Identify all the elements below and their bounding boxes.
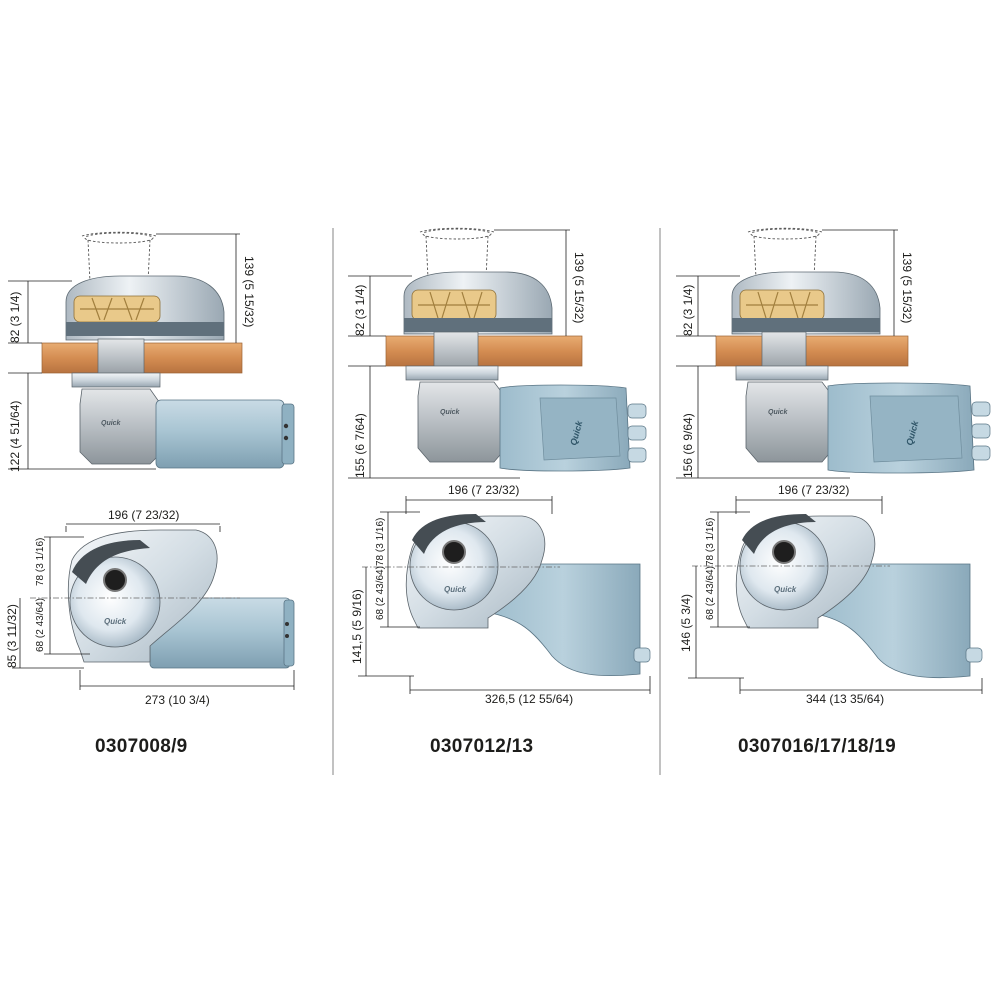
dim-depth-front: 78 (3 1/16) — [35, 538, 46, 586]
logo: Quick — [101, 420, 122, 427]
model-3-plan-view: Quick 196 (7 23/32) 78 (3 1/16) 68 (2 43… — [679, 483, 983, 706]
dim-depth-rear: 68 (2 43/64) — [375, 566, 386, 620]
dim-width: 196 (7 23/32) — [778, 483, 849, 497]
dim-top-height: 139 (5 15/32) — [572, 252, 586, 323]
dim-top-height: 139 (5 15/32) — [900, 252, 914, 323]
dim-depth-rear: 68 (2 43/64) — [35, 598, 46, 652]
dim-below-deck: 122 (4 51/64) — [8, 401, 22, 472]
dim-overall-depth: 85 (3 11/32) — [5, 604, 19, 668]
logo: Quick — [774, 585, 797, 594]
gearbox — [745, 381, 835, 463]
model-code-3: 0307016/17/18/19 — [738, 736, 897, 757]
dim-top-height: 139 (5 15/32) — [242, 256, 256, 327]
deck-plank — [385, 335, 583, 367]
dim-above-deck: 82 (3 1/4) — [353, 285, 367, 336]
plan-drum — [69, 556, 161, 648]
model-2-side-view: Quick Quick 139 (5 15/32) 82 (3 1/4) 155… — [348, 227, 647, 479]
deck-plank — [715, 335, 909, 367]
logo: Quick — [440, 409, 461, 416]
dim-overall-depth: 141,5 (5 9/16) — [350, 589, 364, 664]
dim-below-deck: 155 (6 7/64) — [353, 413, 367, 478]
logo: Quick — [768, 409, 789, 416]
dim-overall-length: 326,5 (12 55/64) — [485, 692, 573, 706]
dim-depth-front: 78 (3 1/16) — [705, 518, 716, 566]
dim-width: 196 (7 23/32) — [448, 483, 519, 497]
dim-overall-length: 273 (10 3/4) — [145, 693, 210, 707]
motor — [155, 399, 285, 469]
dim-below-deck: 156 (6 9/64) — [681, 413, 695, 478]
dim-width: 196 (7 23/32) — [108, 508, 179, 522]
gearbox — [79, 388, 163, 465]
model-1-side-view: Quick 139 (5 15/32) 82 (3 1/4) 122 (4 51… — [8, 231, 295, 472]
model-1-plan-view: Quick 196 (7 23/32) 78 (3 1/16) 68 (2 43… — [5, 508, 295, 707]
dim-depth-front: 78 (3 1/16) — [375, 518, 386, 566]
dim-above-deck: 82 (3 1/4) — [681, 285, 695, 336]
dim-overall-length: 344 (13 35/64) — [806, 692, 884, 706]
dim-depth-rear: 68 (2 43/64) — [705, 566, 716, 620]
logo: Quick — [444, 585, 467, 594]
model-code-1: 0307008/9 — [95, 736, 188, 757]
model-3-side-view: Quick Quick 139 (5 15/32) 82 (3 1/4) 156… — [676, 227, 991, 479]
dim-overall-depth: 146 (5 3/4) — [679, 594, 693, 652]
gearbox — [417, 381, 507, 463]
logo: Quick — [104, 617, 127, 626]
model-2-plan-view: Quick 196 (7 23/32) 78 (3 1/16) 68 (2 43… — [350, 483, 651, 706]
dim-above-deck: 82 (3 1/4) — [8, 292, 22, 343]
model-code-2: 0307012/13 — [430, 736, 534, 757]
